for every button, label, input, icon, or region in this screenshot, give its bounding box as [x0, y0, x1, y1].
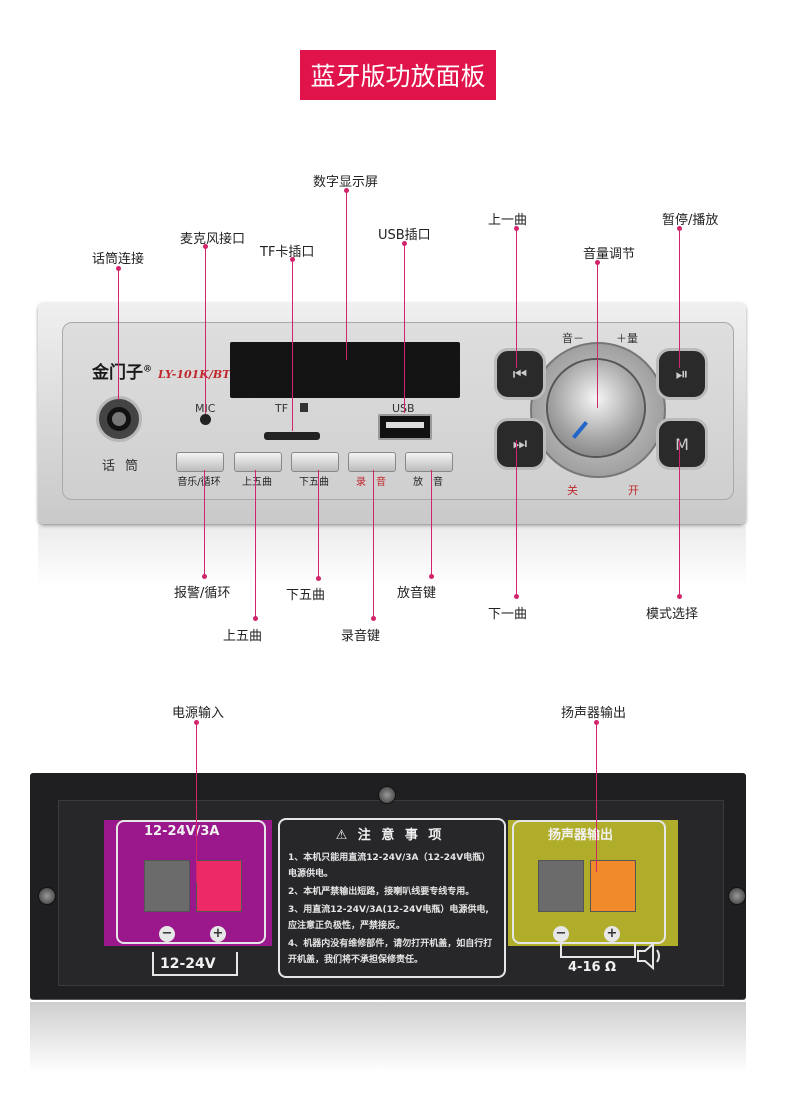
music-loop-button[interactable]: [176, 452, 224, 472]
callout-prev5: 上五曲: [223, 629, 263, 644]
callout-next5: 下五曲: [286, 588, 326, 603]
screw-icon: [378, 786, 396, 804]
mic-jack-label: 话筒: [102, 459, 149, 474]
notice-title: ⚠ 注 意 事 项: [335, 828, 445, 843]
page-title: 蓝牙版功放面板: [300, 50, 496, 100]
screw-icon: [38, 887, 56, 905]
callout-volume: 音量调节: [583, 247, 636, 262]
callout-playback: 放音键: [397, 586, 437, 601]
mic-hole: [200, 414, 211, 425]
speaker-minus-symbol: −: [553, 926, 569, 942]
speaker-spec-label: 4-16 Ω: [568, 960, 617, 975]
power-minus-symbol: −: [159, 926, 175, 942]
callout-prev: 上一曲: [488, 213, 528, 228]
speaker-icon: [636, 940, 666, 976]
pause-play-button[interactable]: ⏯: [656, 348, 708, 400]
usb-port[interactable]: [378, 414, 432, 440]
speaker-terminal-positive[interactable]: [590, 860, 636, 912]
play-pause-icon: ⏯: [675, 364, 689, 383]
next-track-button[interactable]: ⏭: [494, 418, 546, 470]
power-zone-title: 12-24V/3A: [144, 824, 220, 839]
speaker-terminal-negative[interactable]: [538, 860, 584, 912]
record-button-label: 录 音: [356, 477, 386, 488]
notice-line: 4、机器内没有维修部件，请勿打开机盖，如自行打: [288, 939, 493, 949]
callout-usb: USB插口: [378, 228, 431, 243]
prev-five-button[interactable]: [234, 452, 282, 472]
power-terminal-positive[interactable]: [196, 860, 242, 912]
play-button[interactable]: [405, 452, 453, 472]
front-panel-reflection: [38, 526, 746, 586]
callout-display: 数字显示屏: [313, 175, 379, 190]
brand-logo: 金门子®: [92, 363, 152, 383]
power-on-label: 开: [628, 484, 639, 497]
power-terminal-negative[interactable]: [144, 860, 190, 912]
power-off-label: 关: [567, 484, 578, 497]
music-loop-button-label: 音乐/循环: [177, 477, 221, 488]
tf-card-icon: [300, 403, 308, 412]
callout-tf-slot: TF卡插口: [260, 245, 315, 260]
tf-label: TF: [275, 402, 289, 415]
prev-five-button-label: 上五曲: [242, 477, 272, 488]
next-five-button-label: 下五曲: [299, 477, 329, 488]
previous-track-button[interactable]: ⏮: [494, 348, 546, 400]
volume-plus-label: ＋量: [616, 332, 638, 345]
mode-button[interactable]: M: [656, 418, 708, 470]
callout-mic-connect: 话筒连接: [92, 252, 145, 267]
speaker-output-frame: [512, 820, 666, 944]
mode-icon: M: [675, 434, 689, 454]
volume-minus-label: 音－: [562, 332, 584, 345]
power-spec-bracket: [152, 952, 238, 976]
back-panel-reflection: [30, 1002, 746, 1072]
digital-display: [230, 342, 460, 398]
mic-jack[interactable]: [96, 396, 142, 442]
notice-box: [278, 818, 506, 978]
callout-mic-jack: 麦克风接口: [180, 232, 246, 247]
notice-line: 1、本机只能用直流12-24V/3A（12-24V电瓶）: [288, 853, 491, 863]
callout-power-in: 电源输入: [172, 706, 225, 721]
notice-line: 2、本机严禁输出短路，接喇叭线要专线专用。: [288, 887, 475, 897]
notice-line: 开机盖，我们将不承担保修责任。: [288, 955, 424, 965]
screw-icon: [728, 887, 746, 905]
power-plus-symbol: +: [210, 926, 226, 942]
notice-line: 电源供电。: [288, 869, 334, 879]
callout-next: 下一曲: [488, 607, 528, 622]
next-five-button[interactable]: [291, 452, 339, 472]
callout-alarm-loop: 报警/循环: [174, 586, 231, 601]
speaker-spec-bracket: [560, 942, 636, 958]
skip-back-icon: ⏮: [512, 364, 528, 383]
model-number: LY-101K/BT: [158, 368, 231, 381]
callout-mode: 模式选择: [646, 607, 699, 622]
usb-label: USB: [392, 402, 415, 415]
notice-line: 应注意正负极性，严禁接反。: [288, 921, 406, 931]
power-spec-label: 12-24V: [160, 956, 216, 972]
notice-line: 3、用直流12-24V/3A(12-24V电瓶）电源供电,: [288, 905, 489, 915]
play-button-label: 放 音: [413, 477, 443, 488]
speaker-plus-symbol: +: [604, 926, 620, 942]
skip-forward-icon: ⏭: [512, 434, 528, 453]
callout-record: 录音键: [341, 629, 381, 644]
volume-knob[interactable]: [548, 360, 644, 456]
power-input-frame: [116, 820, 266, 944]
callout-pause-play: 暂停/播放: [662, 213, 719, 228]
callout-speaker-out: 扬声器输出: [561, 706, 627, 721]
speaker-zone-title: 扬声器输出: [548, 828, 614, 843]
record-button[interactable]: [348, 452, 396, 472]
tf-card-slot[interactable]: [264, 432, 320, 440]
